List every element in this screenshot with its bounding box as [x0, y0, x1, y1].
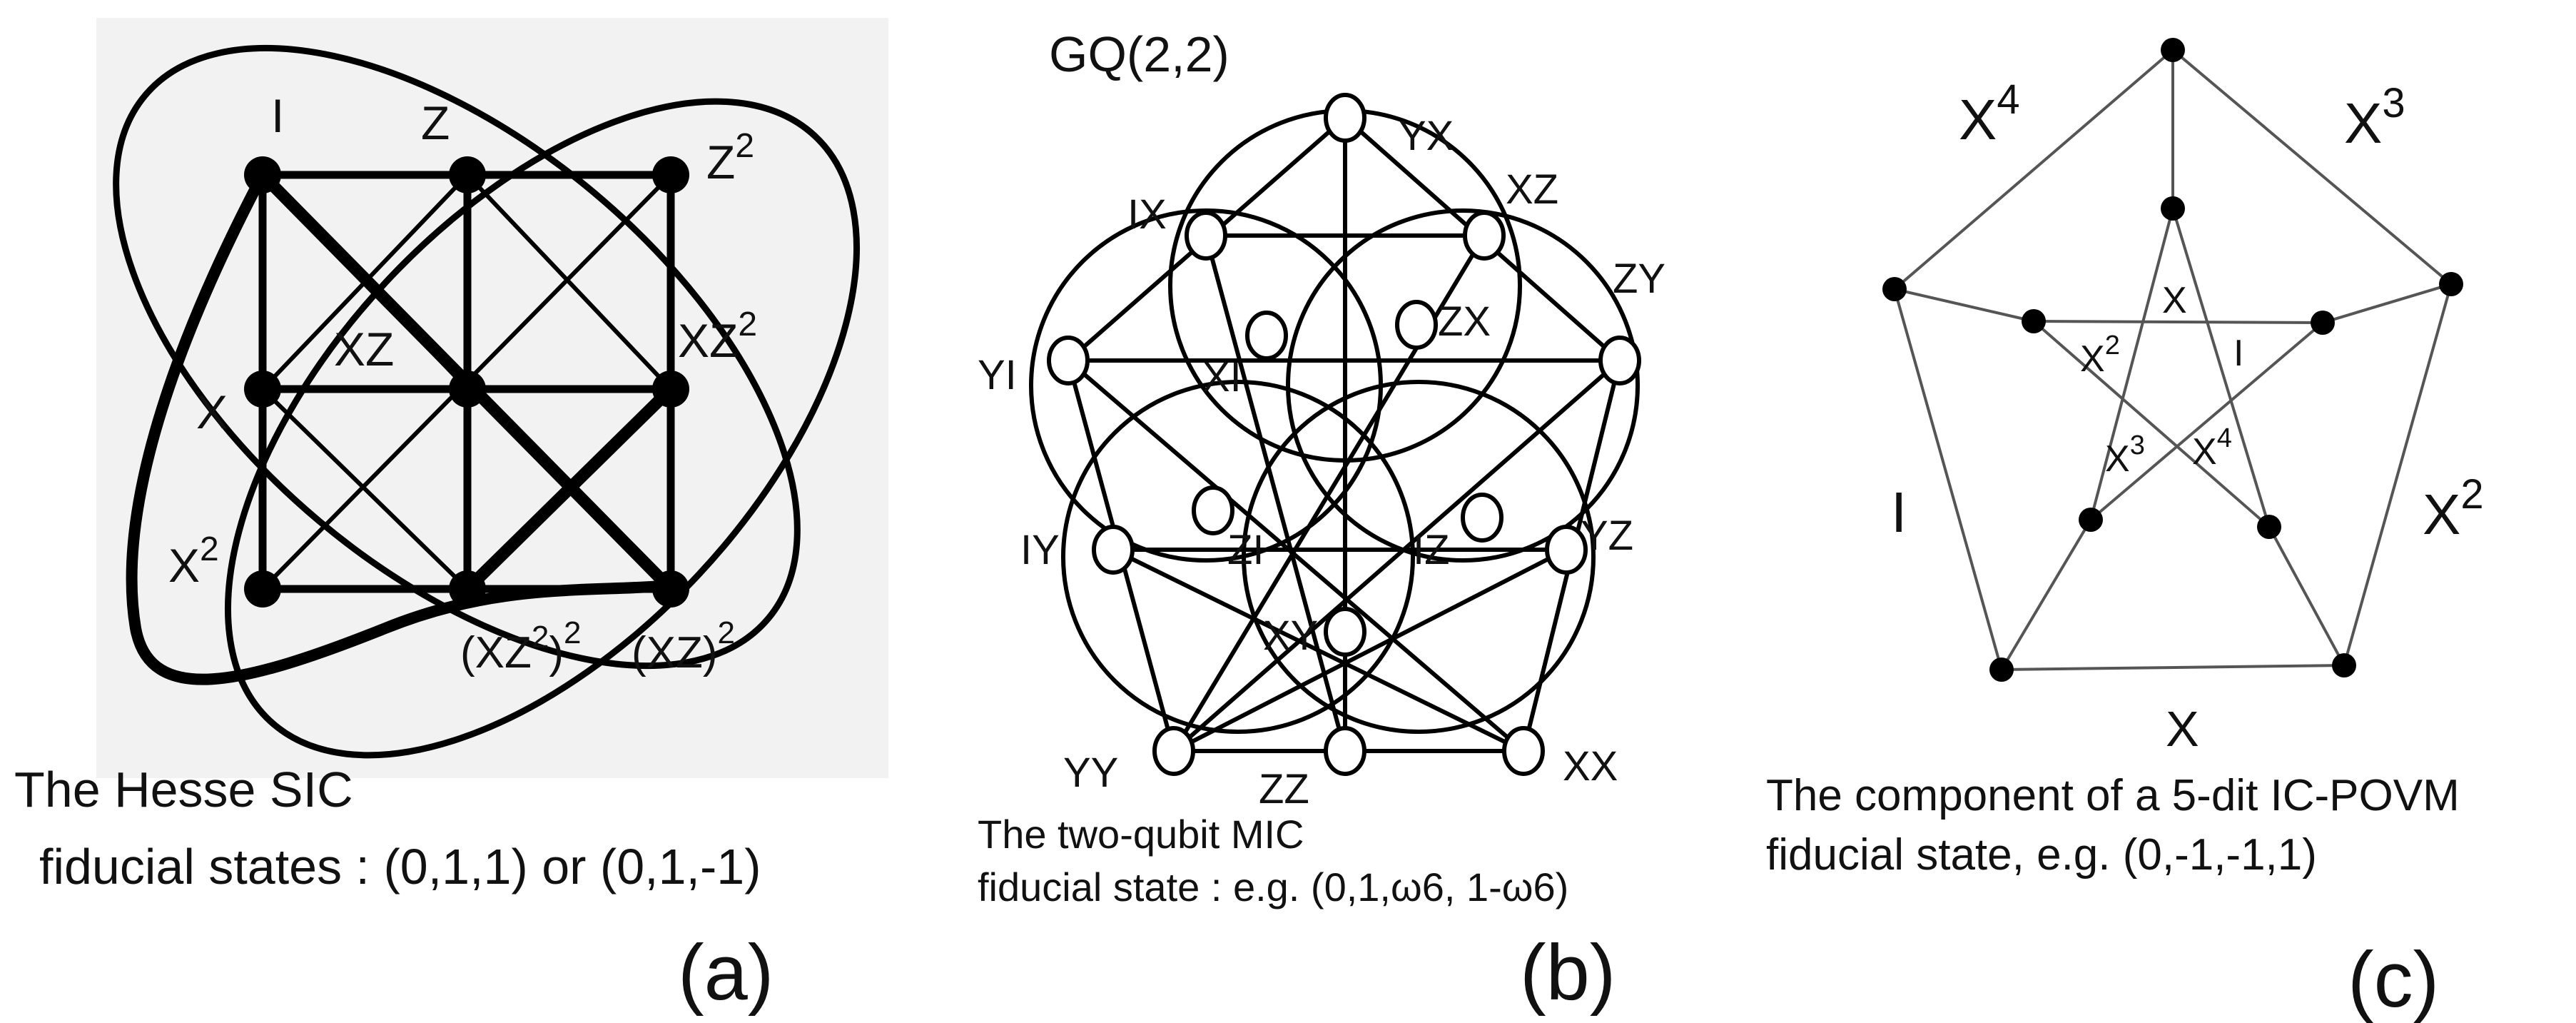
gq22-label-YY: YY — [1063, 750, 1118, 796]
hesse-vertices — [244, 156, 689, 608]
pentagram-vertices — [1882, 38, 2463, 682]
gq22-label-ZZ: ZZ — [1259, 766, 1309, 812]
pentagram-label-X4-outer: X4 — [1959, 76, 2020, 151]
pentagram-label-X4-inner: X4 — [2192, 423, 2232, 473]
hesse-vertex-XZ — [449, 371, 486, 408]
hesse-vertex-X — [244, 371, 281, 408]
gq22-label-IX: IX — [1127, 191, 1167, 238]
gq22-vertex-ZY — [1598, 336, 1641, 385]
panel-a-background — [96, 18, 888, 778]
gq22-label-YZ: YZ — [1581, 513, 1633, 559]
panel-b-caption-line1: The two-qubit MIC — [978, 812, 1304, 857]
hesse-labels: I Z Z2 X XZ XZ2 X2 (XZ2)2 (XZ)2 — [168, 89, 757, 677]
gq22-label-XZ: XZ — [1506, 166, 1558, 213]
hesse-vertex-I — [244, 156, 281, 193]
gq22-vertex-XZ — [1463, 211, 1506, 261]
gq22-label-IZ: IZ — [1413, 527, 1450, 573]
gq22-title: GQ(2,2) — [1049, 26, 1229, 82]
gq22-label-ZX: ZX — [1438, 298, 1491, 345]
panel-c-pentagram-diagram: X4 X3 I X2 X X X2 I X3 X4 — [1882, 38, 2484, 757]
gq22-label-XI: XI — [1202, 354, 1242, 400]
gq22-label-XY: XY — [1263, 613, 1318, 659]
hesse-label-XZ2-squared: (XZ2)2 — [460, 615, 582, 677]
hesse-label-Z2: Z2 — [706, 127, 754, 188]
gq22-vertex-IZ — [1461, 493, 1503, 543]
gq22-vertex-YI — [1047, 336, 1090, 385]
pentagram-label-X3-outer: X3 — [2344, 80, 2405, 155]
hesse-vertex-XZ2 — [652, 371, 689, 408]
gq22-vertex-XI — [1245, 311, 1288, 361]
hesse-label-XZ2: XZ2 — [678, 306, 757, 367]
pentagram-labels: X4 X3 I X2 X X X2 I X3 X4 — [1891, 76, 2484, 757]
panel-c-tag: (c) — [2348, 936, 2439, 1023]
hesse-vertex-XZ2-squared — [449, 570, 486, 608]
gq22-vertex-XY — [1324, 607, 1366, 657]
gq22-vertex-IY — [1092, 525, 1135, 575]
gq22-label-ZI: ZI — [1227, 527, 1264, 573]
pentagram-vertex-outer-right — [2439, 272, 2463, 296]
hesse-vertex-XZ-squared — [652, 570, 689, 608]
gq22-vertex-ZX — [1395, 300, 1438, 350]
panel-b-tag: (b) — [1520, 929, 1616, 1017]
pentagram-edges — [1893, 49, 2453, 671]
hesse-label-XZ: XZ — [334, 323, 394, 376]
pentagram-label-X2-outer: X2 — [2423, 471, 2484, 546]
pentagram-vertex-outer-bottom-right — [2332, 653, 2356, 677]
gq22-label-XX: XX — [1563, 743, 1618, 790]
gq22-vertices — [1047, 93, 1641, 776]
gq22-vertex-ZI — [1192, 485, 1234, 535]
panel-c-caption-line2: fiducial state, e.g. (0,-1,-1,1) — [1766, 830, 2317, 880]
gq22-vertex-YY — [1152, 726, 1195, 776]
hesse-label-X: X — [196, 385, 228, 438]
hesse-ellipse-upper-left — [113, 45, 801, 669]
pentagram-label-I-outer: I — [1891, 480, 1907, 544]
gq22-vertex-YX — [1324, 93, 1366, 143]
gq22-label-ZY: ZY — [1613, 256, 1665, 302]
panel-a-hesse-diagram: I Z Z2 X XZ XZ2 X2 (XZ2)2 (XZ)2 — [96, 18, 888, 778]
gq22-label-IY: IY — [1020, 527, 1060, 573]
hesse-label-X2: X2 — [168, 530, 219, 592]
gq22-vertex-IX — [1185, 211, 1227, 261]
gq22-label-YI: YI — [978, 352, 1017, 398]
panel-c-caption-line1: The component of a 5-dit IC-POVM — [1766, 771, 2460, 820]
hesse-vertex-Z — [449, 156, 486, 193]
pentagram-vertex-inner-bottom-left — [2079, 508, 2103, 532]
pentagram-vertex-inner-bottom-right — [2257, 515, 2281, 539]
gq22-label-YX: YX — [1399, 113, 1454, 159]
gq22-vertex-ZZ — [1324, 726, 1366, 776]
panel-b-caption-line2: fiducial state : e.g. (0,1,ω6, 1-ω6) — [978, 865, 1568, 909]
pentagram-vertex-top — [2161, 38, 2185, 62]
pentagram-label-I-inner: I — [2233, 333, 2243, 374]
pentagram-vertex-outer-bottom-left — [1989, 657, 2014, 682]
pentagram-vertex-inner-top — [2161, 196, 2185, 221]
gq22-circle-2 — [1286, 208, 1640, 563]
pentagram-vertex-outer-left — [1882, 277, 1907, 301]
gq22-labels: YX IX XZ ZY YI XI ZX IY ZI IZ YZ XY YY Z… — [978, 113, 1665, 812]
panel-a-caption-line2: fiducial states : (0,1,1) or (0,1,-1) — [39, 839, 761, 895]
pentagram-vertex-inner-left — [2022, 309, 2046, 333]
panel-b-gq22-diagram: GQ(2,2) — [978, 26, 1665, 812]
hesse-vertex-X2 — [244, 570, 281, 608]
hesse-label-I: I — [271, 89, 284, 142]
panel-a-tag: (a) — [678, 929, 774, 1017]
gq22-vertex-YZ — [1545, 525, 1588, 575]
pentagram-label-X-inner: X — [2162, 280, 2187, 321]
hesse-thick-curve — [126, 172, 671, 685]
gq22-circle-4 — [1061, 380, 1415, 734]
pentagram-label-X2-inner: X2 — [2080, 331, 2120, 380]
panel-a-caption-line1: The Hesse SIC — [14, 762, 353, 817]
gq22-vertex-XX — [1502, 726, 1545, 776]
hesse-label-Z: Z — [421, 96, 450, 149]
pentagram-label-X3-inner: X3 — [2105, 430, 2145, 480]
pentagram-label-X-outer: X — [2166, 701, 2199, 757]
hesse-label-XZ-squared: (XZ)2 — [632, 615, 735, 677]
hesse-vertex-Z2 — [652, 156, 689, 193]
pentagram-vertex-inner-right — [2311, 311, 2335, 335]
hesse-ellipse-lower-right — [225, 98, 860, 759]
